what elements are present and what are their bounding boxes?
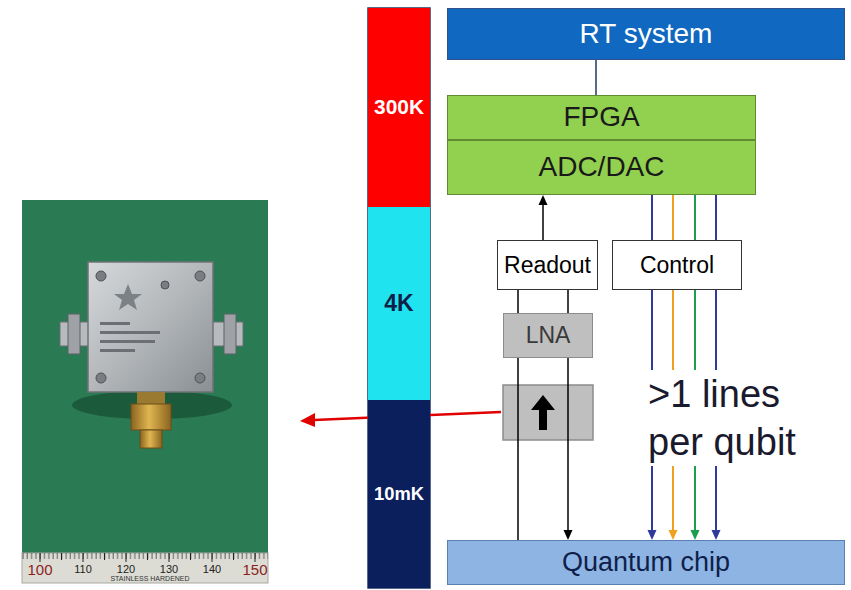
connector-line	[651, 195, 653, 240]
connector-line	[595, 60, 597, 95]
node-text: ADC/DAC	[538, 151, 664, 183]
connector-line	[517, 358, 519, 540]
process-box: ADC/DAC	[447, 140, 756, 195]
arrowhead	[712, 530, 721, 540]
temperature-band: 4K	[368, 207, 430, 400]
leader-arrowhead	[300, 413, 315, 427]
sma-nut	[68, 314, 80, 354]
node-text: 4K	[384, 290, 413, 316]
connector	[716, 195, 717, 240]
connector	[518, 358, 519, 540]
engraving	[100, 331, 160, 334]
isolator-box	[503, 385, 593, 440]
node-text: Control	[640, 252, 714, 278]
node-text: 10mK	[374, 483, 424, 504]
annotation: >1 lines per qubit	[648, 370, 833, 466]
connector	[596, 60, 597, 95]
temperature-column	[368, 8, 430, 588]
ruler-number: 120	[114, 563, 138, 576]
node-text: Quantum chip	[562, 547, 730, 578]
arrowhead	[539, 195, 548, 205]
chip-box: Quantum chip	[447, 540, 845, 585]
system-box: RT system	[447, 8, 845, 60]
connector	[673, 195, 674, 240]
connector-line	[542, 204, 544, 240]
ruler-number: 130	[157, 563, 181, 576]
connector	[652, 195, 653, 240]
engraving	[100, 349, 135, 352]
ruler-number: 100	[25, 561, 55, 578]
temperature-band: 10mK	[368, 400, 430, 588]
node-text: LNA	[526, 322, 571, 348]
connector	[539, 195, 548, 240]
temperature-band: 300K	[368, 8, 430, 207]
engraving	[100, 340, 155, 343]
node-text: RT system	[580, 18, 713, 50]
screw	[161, 281, 169, 289]
isolator-arrow	[531, 395, 555, 430]
connector-line	[517, 290, 519, 313]
screw	[195, 373, 205, 383]
screw	[96, 271, 106, 281]
connector-line	[567, 358, 569, 531]
connector-line	[694, 195, 696, 240]
node-text: Readout	[504, 252, 591, 278]
screw	[96, 373, 106, 383]
arrowhead	[691, 530, 700, 540]
process-box: Readout	[497, 240, 598, 290]
gold-tip	[140, 430, 162, 448]
ruler-number: 140	[200, 563, 224, 576]
arrowhead	[648, 530, 657, 540]
ruler-number: 150	[240, 561, 270, 578]
arrowhead	[669, 530, 678, 540]
connector	[568, 290, 569, 313]
ruler	[22, 553, 268, 583]
ruler-number: 110	[71, 563, 95, 576]
connector-line	[567, 290, 569, 313]
process-box: Control	[612, 240, 742, 290]
logo-mark	[114, 284, 142, 310]
engraving	[100, 322, 130, 325]
gold-nut	[131, 404, 171, 430]
connector	[564, 358, 573, 540]
ruler-major-ticks	[40, 553, 255, 562]
node-text: FPGA	[563, 101, 639, 133]
sma-nut	[224, 314, 236, 354]
ruler-ticks	[22, 553, 268, 559]
connector	[518, 290, 519, 313]
screw	[195, 271, 205, 281]
connector	[695, 195, 696, 240]
connector-line	[715, 195, 717, 240]
connector-line	[672, 195, 674, 240]
node-text: 300K	[374, 95, 424, 119]
isolator-body	[88, 262, 213, 392]
arrowhead	[564, 530, 573, 540]
photo-background	[22, 200, 268, 583]
amplifier-box: LNA	[503, 313, 593, 358]
process-box: FPGA	[447, 95, 756, 140]
ruler-marking: STAINLESS HARDENED	[100, 575, 200, 583]
